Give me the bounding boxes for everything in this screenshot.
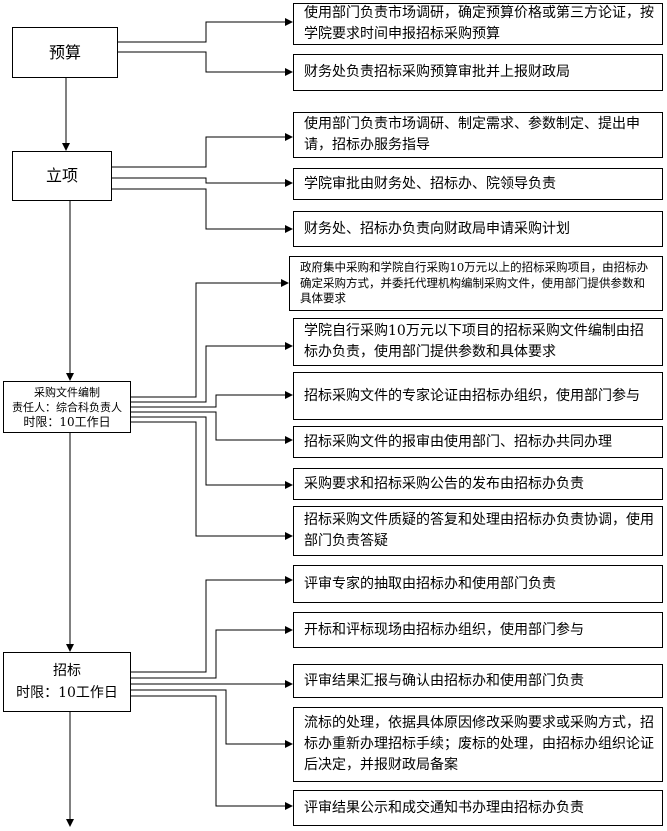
branch-tender-4	[131, 689, 293, 748]
note-text: 评审结果公示和成交通知书办理由招标办负责	[304, 799, 584, 816]
branch-budget-1	[118, 18, 293, 43]
stage-approval-label: 立项	[45, 166, 78, 185]
note-text: 使用部门负责市场调研、制定需求、参数制定、提出申请，招标办服务指导	[304, 116, 640, 153]
note-docs-4: 招标采购文件的报审由使用部门、招标办共同办理	[293, 426, 663, 458]
stage-budget-label: 预算	[48, 42, 81, 62]
note-text: 招标采购文件质疑的答复和处理由招标办负责协调，使用部门负责答疑	[304, 512, 654, 549]
note-text: 采购要求和招标采购公告的发布由招标办负责	[304, 475, 584, 492]
branch-approval-2	[112, 177, 293, 187]
note-text: 招标采购文件的专家论证由招标办组织，使用部门参与	[304, 387, 640, 404]
branch-docs-3	[131, 391, 293, 408]
branch-docs-6	[131, 421, 293, 540]
branch-tender-1	[131, 576, 293, 673]
stage-docs-limit: 时限：10工作日	[23, 414, 111, 429]
note-text: 财务处负责招标采购预算审批并上报财政局	[304, 64, 570, 80]
note-docs-6: 招标采购文件质疑的答复和处理由招标办负责协调，使用部门负责答疑	[293, 506, 663, 556]
branch-approval-3	[112, 188, 293, 233]
note-docs-3: 招标采购文件的专家论证由招标办组织，使用部门参与	[293, 372, 663, 420]
stage-tender-limit: 时限：10工作日	[16, 685, 118, 701]
note-approval-3: 财务处、招标办负责向财政局申请采购计划	[293, 211, 663, 247]
note-tender-1: 评审专家的抽取由招标办和使用部门负责	[293, 565, 663, 603]
branch-docs-1	[131, 279, 289, 398]
note-text: 使用部门负责市场调研，确定预算价格或第三方论证，按学院要求时间申报招标采购预算	[304, 5, 654, 42]
note-text: 评审结果汇报与确认由招标办和使用部门负责	[304, 672, 584, 689]
stage-approval: 立项	[12, 151, 112, 201]
branch-docs-5	[131, 416, 293, 489]
stage-tender: 招标 时限：10工作日	[3, 652, 131, 712]
note-docs-2: 学院自行采购10万元以下项目的招标采购文件编制由招标办负责，使用部门提供参数和具…	[293, 318, 663, 366]
note-tender-4: 流标的处理，依据具体原因修改采购要求或采购方式，招标办重新办理招标手续；废标的处…	[293, 707, 663, 782]
note-text: 财务处、招标办负责向财政局申请采购计划	[304, 220, 570, 237]
note-text: 评审专家的抽取由招标办和使用部门负责	[304, 575, 556, 592]
note-text: 学院审批由财务处、招标办、院领导负责	[304, 175, 556, 192]
note-text: 流标的处理，依据具体原因修改采购要求或采购方式，招标办重新办理招标手续；废标的处…	[304, 715, 654, 773]
stage-tender-title: 招标	[53, 663, 81, 679]
branch-budget-2	[118, 51, 293, 76]
note-approval-2: 学院审批由财务处、招标办、院领导负责	[293, 168, 663, 200]
note-tender-3: 评审结果汇报与确认由招标办和使用部门负责	[293, 664, 663, 698]
note-budget-1: 使用部门负责市场调研，确定预算价格或第三方论证，按学院要求时间申报招标采购预算	[293, 3, 663, 45]
note-tender-5: 评审结果公示和成交通知书办理由招标办负责	[293, 790, 663, 826]
branch-tender-5	[131, 695, 293, 810]
note-text: 学院自行采购10万元以下项目的招标采购文件编制由招标办负责，使用部门提供参数和具…	[304, 323, 644, 360]
note-text: 开标和评标现场由招标办组织，使用部门参与	[304, 621, 584, 638]
note-docs-1: 政府集中采购和学院自行采购10万元以上的招标采购项目，由招标办确定采购方式，并委…	[289, 256, 663, 311]
branch-tender-2	[131, 626, 293, 679]
stage-docs-title: 采购文件编制	[34, 385, 100, 399]
stage-docs-owner: 责任人：综合科负责人	[12, 400, 122, 414]
note-text: 招标采购文件的报审由使用部门、招标办共同办理	[304, 433, 612, 450]
branch-approval-1	[112, 133, 293, 168]
branch-docs-2	[131, 342, 293, 403]
note-approval-1: 使用部门负责市场调研、制定需求、参数制定、提出申请，招标办服务指导	[293, 112, 663, 158]
note-docs-5: 采购要求和招标采购公告的发布由招标办负责	[293, 468, 663, 500]
note-budget-2: 财务处负责招标采购预算审批并上报财政局	[293, 54, 663, 91]
note-text: 政府集中采购和学院自行采购10万元以上的招标采购项目，由招标办确定采购方式，并委…	[300, 260, 649, 306]
branch-docs-4	[131, 411, 293, 444]
stage-budget: 预算	[12, 27, 118, 78]
stage-docs: 采购文件编制 责任人：综合科负责人 时限：10工作日	[3, 381, 131, 433]
note-tender-2: 开标和评标现场由招标办组织，使用部门参与	[293, 612, 663, 648]
